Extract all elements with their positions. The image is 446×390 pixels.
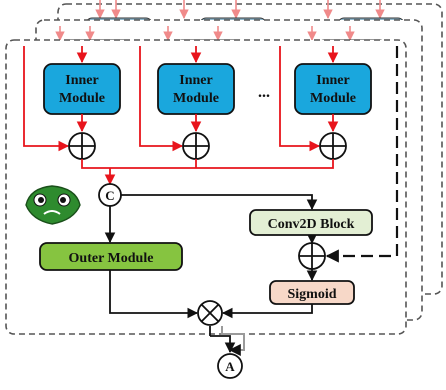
feedback-dashed-arrow (325, 46, 399, 263)
add-node-2 (182, 132, 210, 160)
outer-module: Outer Module (39, 242, 183, 271)
inner-module-2: Inner Module (157, 63, 235, 115)
conv2d-block-label: Conv2D Block (268, 217, 355, 232)
inner-module-3: Inner Module (294, 63, 372, 115)
multiply-node (197, 300, 223, 326)
flow-arrows (104, 194, 318, 356)
inner-module-2-label-line1: Inner (179, 73, 212, 88)
residual-arrows (23, 46, 339, 152)
add-node-3 (319, 132, 347, 160)
add-node-1 (68, 132, 96, 160)
inner-module-1-label-line1: Inner (65, 73, 98, 88)
inner-module-3-label-line1: Inner (316, 73, 349, 88)
input-arrows (76, 46, 339, 64)
inner-module-1: Inner Module (43, 63, 121, 115)
concat-node-letter: C (105, 188, 114, 203)
inner-module-3-label-line2: Module (310, 91, 356, 106)
inner-module-1-label-line2: Module (59, 91, 105, 106)
ellipsis: ... (258, 84, 270, 101)
frog-icon (25, 185, 81, 225)
output-node: A (217, 353, 243, 379)
conv2d-block: Conv2D Block (249, 209, 373, 236)
sigmoid-block: Sigmoid (269, 280, 355, 305)
output-node-letter: A (225, 359, 235, 374)
add-node-conv (298, 242, 326, 270)
sigmoid-label: Sigmoid (287, 287, 336, 302)
concat-node: C (98, 183, 122, 207)
inner-module-2-label-line2: Module (173, 91, 219, 106)
merge-arrows (81, 159, 334, 186)
outer-module-label: Outer Module (69, 251, 154, 266)
